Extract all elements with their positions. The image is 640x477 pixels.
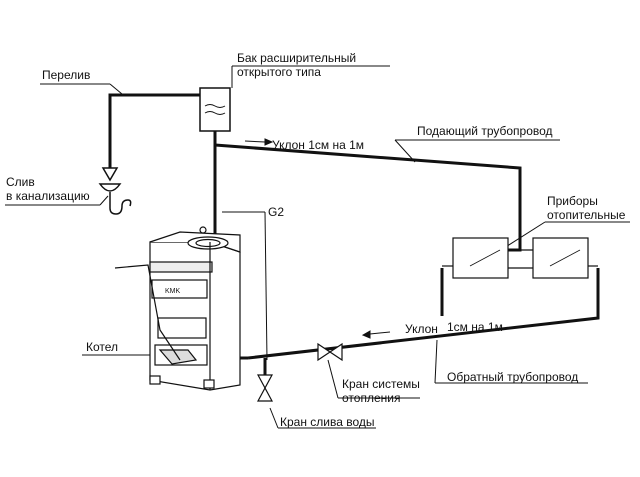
- expansion-tank-icon: [199, 87, 231, 132]
- drain-to-sewer-line2: в канализацию: [6, 189, 90, 203]
- drain-to-sewer-label: Слив в канализацию: [6, 175, 90, 203]
- drain-valve-icon: [256, 374, 274, 402]
- drain-valve-label: Кран слива воды: [280, 415, 375, 429]
- valve-icon: [317, 342, 343, 362]
- overflow-label: Перелив: [42, 68, 91, 82]
- drain-leader-tip: [99, 195, 109, 206]
- expansion-tank-label-line2: открытого типа: [237, 65, 321, 79]
- return-leader-up: [434, 339, 438, 384]
- heating-valve-label: Кран системы отопления: [342, 377, 420, 405]
- g2-label: G2: [268, 205, 285, 219]
- radiator-icon: [442, 237, 598, 279]
- flow-arrow-icon: [244, 138, 391, 339]
- expansion-tank-label: Бак расширительный открытого типа: [237, 51, 356, 79]
- return-pipeline-label: Обратный трубопровод: [447, 370, 579, 384]
- boiler-nameplate: KMK: [165, 288, 181, 295]
- drain-to-sewer-line1: Слив: [6, 175, 35, 189]
- overflow-pipe: [108, 93, 200, 168]
- radiators-label-line1: Приборы: [547, 194, 598, 208]
- return-pipe: [247, 268, 600, 360]
- g2-leader-down: [264, 211, 268, 361]
- leader-lines: [5, 65, 630, 429]
- drain-funnel-icon: [98, 167, 132, 215]
- heating-valve-leader-tip: [327, 359, 339, 399]
- overflow-leader-tip: [109, 83, 123, 95]
- heating-valve-line2: отопления: [342, 391, 401, 405]
- slope-return-value: 1см на 1м: [447, 320, 503, 334]
- radiators-label: Приборы отопительные: [547, 194, 625, 222]
- supply-pipeline-label: Подающий трубопровод: [417, 124, 553, 138]
- expansion-tank-label-line1: Бак расширительный: [237, 51, 357, 65]
- radiators-label-line2: отопительные: [547, 208, 626, 222]
- boiler-label: Котел: [86, 340, 119, 354]
- drain-valve-leader-tip: [269, 407, 279, 429]
- slope-supply-label: Уклон 1см на 1м: [272, 138, 365, 152]
- supply-pipe: [214, 143, 522, 252]
- heating-valve-line1: Кран системы: [342, 377, 420, 391]
- slope-return-word: Уклон: [405, 322, 438, 336]
- boiler-icon: [114, 226, 241, 391]
